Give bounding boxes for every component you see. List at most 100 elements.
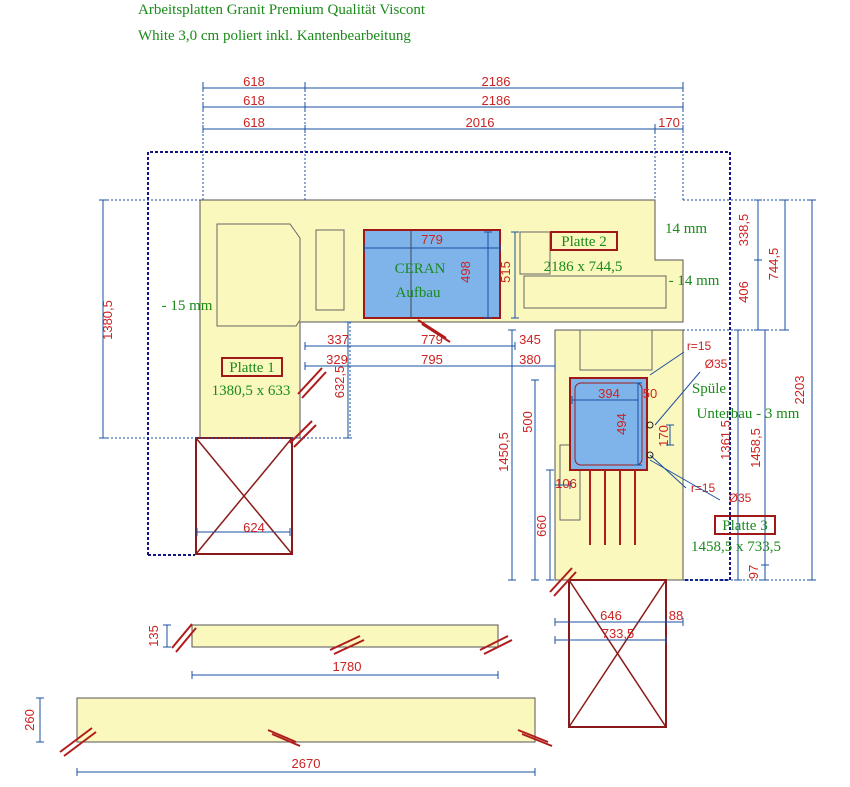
dim-label-top-2016: 2016 [466,115,495,130]
edge-mark [333,639,365,655]
edge-mark [301,371,327,399]
dim-label-top-618-a: 618 [243,74,265,89]
dim-label-top-2186-b: 2186 [482,93,511,108]
dim-label-cab1-w: 624 [243,520,265,535]
dim-label-right-97: 97 [746,565,761,579]
edge-mark [517,729,549,743]
dim-label-sink-h: 494 [614,413,629,435]
dim-label-top-618-b: 618 [243,93,265,108]
dim-label-right-338-5: 338,5 [736,214,751,247]
dim-label-left-1380-5: 1380,5 [100,300,115,340]
dim-label-strip2-h: 260 [22,709,37,731]
platte-1-cabinet-outline [216,223,301,327]
leader-line [649,454,687,489]
edge-mark [479,635,509,651]
cabinet-box-1-cross [195,437,293,555]
edge-mark [297,367,323,395]
header-line-2: White 3,0 cm poliert inkl. Kantenbearbei… [138,28,411,44]
strip-2670-slab [76,697,536,743]
dim-label-v-660: 660 [534,515,549,537]
edge-mark [483,639,513,655]
dim-label-bot-88: 88 [669,608,683,623]
sink-label: Spüle [692,381,727,397]
dim-label-strip2-w: 2670 [292,756,321,771]
ceran-cutout [363,229,501,319]
platte-2-size: 2186 x 744,5 [544,259,623,275]
leader-line [649,351,685,376]
dim-label-v-106: 106 [555,476,577,491]
leader-line [649,459,721,501]
dim-label-sink-50: 50 [643,386,657,401]
dim-label-right-2203: 2203 [792,376,807,405]
dim-label-top-170: 170 [658,115,680,130]
platte-2-box [550,231,618,251]
dim-label-row2-329: 329 [326,352,348,367]
platte-3-label: Platte 3 [722,518,767,534]
platte-1-size: 1380,5 x 633 [212,383,291,399]
diameter-label: Ø35 [729,491,752,505]
tap-hole [646,451,654,459]
edge-reduction-label: - 15 mm [162,298,213,314]
edge-mark [549,567,573,593]
cabinet-outline-c [523,275,667,309]
platte-2-label: Platte 2 [561,234,606,250]
dim-label-row2-795: 795 [421,352,443,367]
edge-mark [59,727,93,753]
dim-label-row1-345: 345 [519,332,541,347]
dim-label-right-1458-5: 1458,5 [748,428,763,468]
strip-1780-slab [191,624,499,648]
edge-mark [63,731,97,757]
cabinet-box-2-cross [568,579,667,728]
sink-label: Unterbau - 3 mm [697,406,800,422]
dim-label-right-744-5: 744,5 [766,248,781,281]
sink-inner-border [574,382,643,466]
cabinet-outline-a [315,229,345,311]
dim-label-top-618-c: 618 [243,115,265,130]
radius-label: r=15 [691,481,716,495]
cabinet-outline-d [579,329,653,371]
edge-reduction-label: - 14 mm [669,273,720,289]
dim-label-row1-779: 779 [421,332,443,347]
edge-mark [553,571,577,597]
edge-mark [175,627,197,653]
cabinet-outline-b [519,231,551,275]
edge-mark [421,323,451,343]
dim-label-ceran-h: 498 [458,261,473,283]
dim-label-top-2186-a: 2186 [482,74,511,89]
dim-label-sink-170: 170 [656,425,671,447]
edge-mark [329,635,361,651]
header-line-1: Arbeitsplatten Granit Premium Qualität V… [138,2,426,18]
edge-mark [267,729,297,743]
dim-label-v-500: 500 [520,411,535,433]
dim-label-ceran-w: 779 [421,232,443,247]
tap-hole [646,421,654,429]
edge-mark [293,424,317,448]
edge-mark [271,733,301,747]
ceran-label: CERAN [395,261,446,277]
platte-1-label: Platte 1 [229,360,274,376]
ceran-label: Aufbau [396,285,441,301]
dim-label-v-1450-5: 1450,5 [496,432,511,472]
leader-line [654,371,701,426]
dim-label-right-406: 406 [736,281,751,303]
radius-label: r=15 [687,339,712,353]
dim-label-bot-733-5: 733,5 [602,626,635,641]
dim-label-strip1-h: 135 [146,625,161,647]
edge-mark [289,420,313,444]
dim-label-sink-w: 394 [598,386,620,401]
platte-1-box [221,357,283,377]
edge-mark [521,733,553,747]
platte-3-size: 1458,5 x 733,5 [691,539,781,555]
dim-label-row2-380: 380 [519,352,541,367]
diameter-label: Ø35 [705,357,728,371]
dim-label-v-632-5: 632,5 [332,366,347,399]
dim-label-bot-646: 646 [600,608,622,623]
dim-label-row1-337: 337 [327,332,349,347]
edge-reduction-label: 14 mm [665,221,707,237]
dim-label-ceran-515: 515 [498,261,513,283]
edge-mark [417,319,447,339]
dim-label-strip1-w: 1780 [333,659,362,674]
dim-label-right-1361-5: 1361,5 [718,420,733,460]
edge-mark [171,623,193,649]
